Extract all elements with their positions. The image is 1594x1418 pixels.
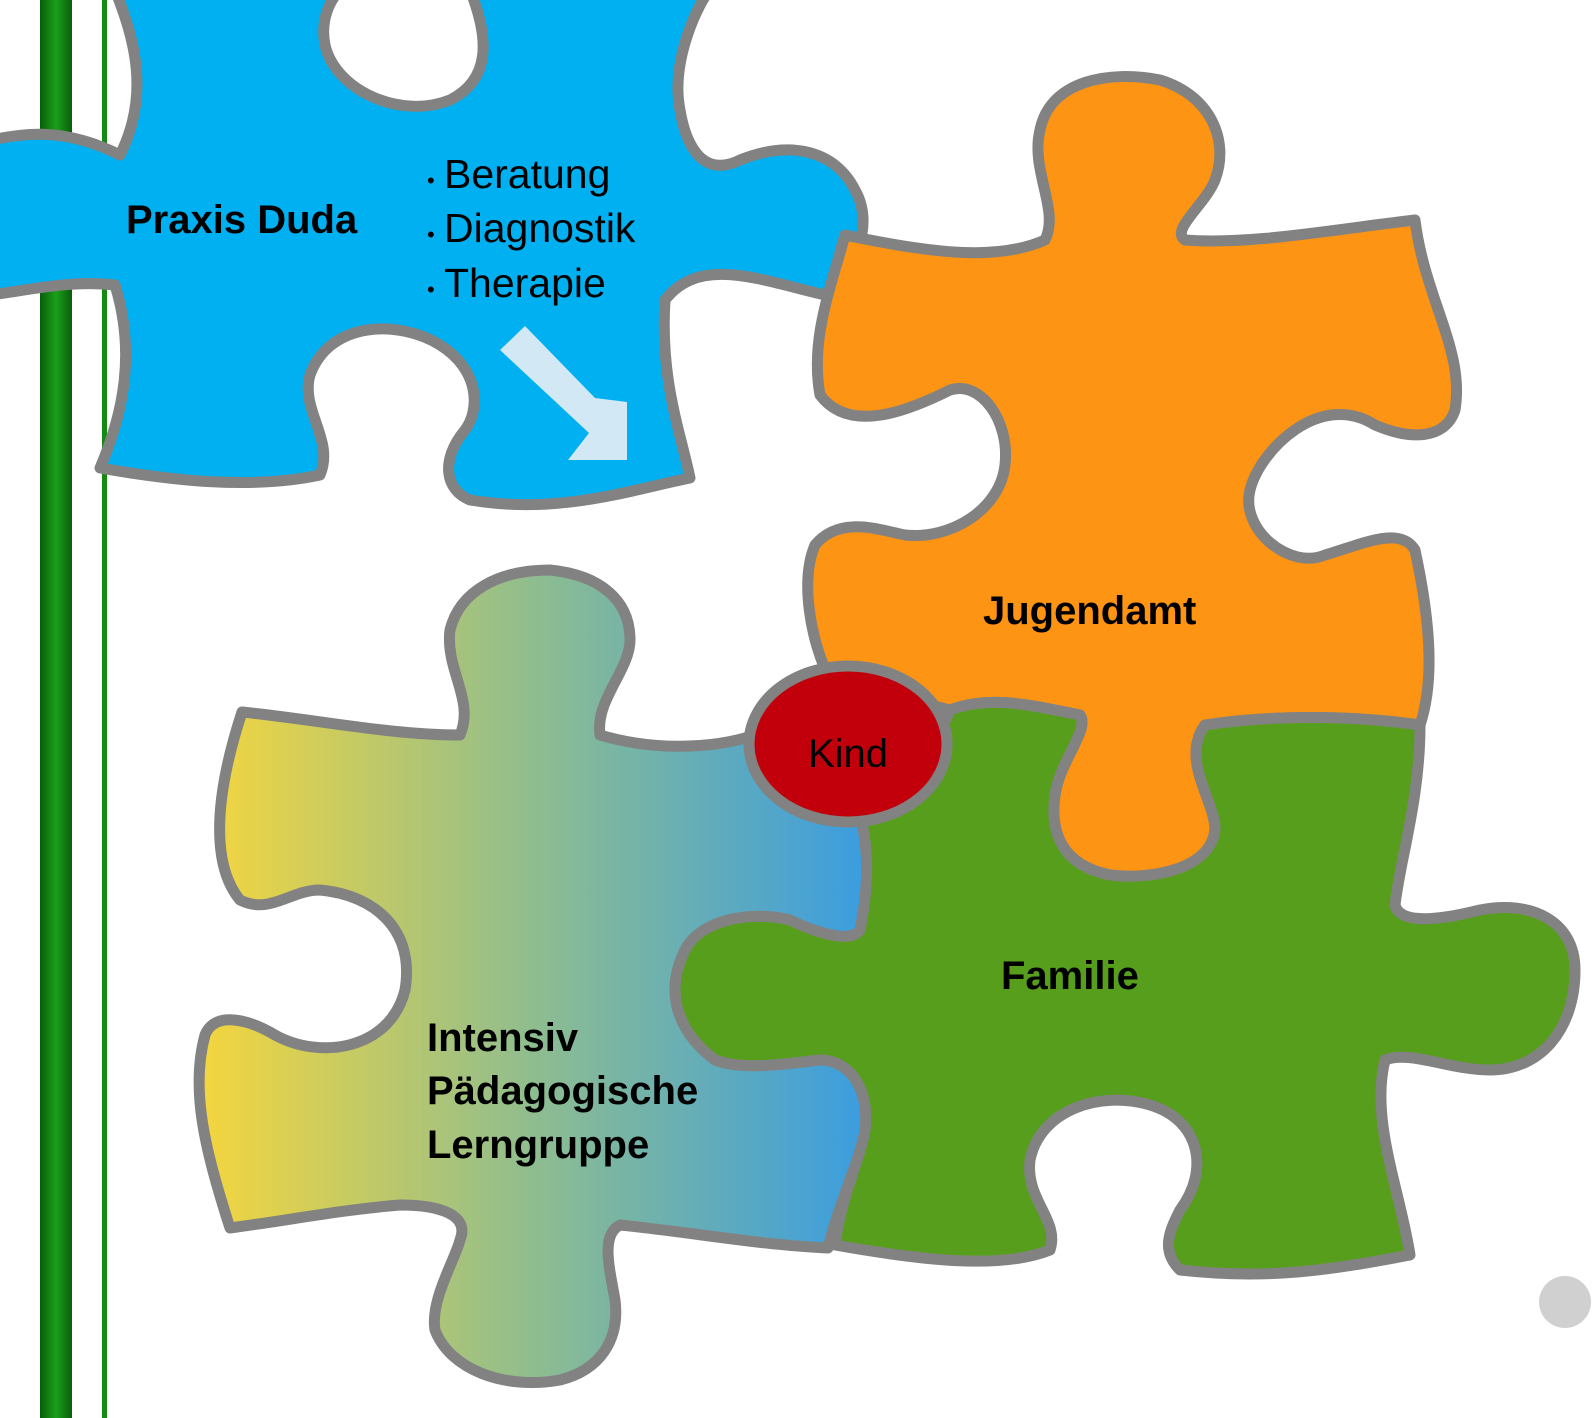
praxis-item-therapie: Therapie (444, 260, 606, 306)
familie-label: Familie (1001, 954, 1139, 998)
gray-circle (1539, 1276, 1591, 1328)
praxis-item-diagnostik: Diagnostik (444, 205, 636, 251)
kind-label: Kind (808, 732, 888, 776)
arrow-down-right-icon (500, 326, 627, 460)
lerngruppe-line-3: Lerngruppe (427, 1123, 649, 1167)
puzzle-piece-lerngruppe (193, 564, 873, 1389)
bullet-2: • (427, 222, 435, 247)
praxis-title: Praxis Duda (126, 198, 358, 242)
puzzle-piece-praxis (0, 0, 869, 511)
lerngruppe-line-2: Pädagogische (427, 1069, 698, 1113)
bullet-1: • (427, 168, 435, 193)
lerngruppe-line-1: Intensiv (427, 1016, 579, 1060)
kind-ellipse (743, 660, 953, 828)
jugendamt-label: Jugendamt (983, 589, 1196, 633)
left-thin-bar (102, 0, 107, 1418)
praxis-item-beratung: Beratung (444, 151, 610, 197)
puzzle-piece-jugendamt (802, 71, 1463, 882)
bullet-3: • (427, 277, 435, 302)
